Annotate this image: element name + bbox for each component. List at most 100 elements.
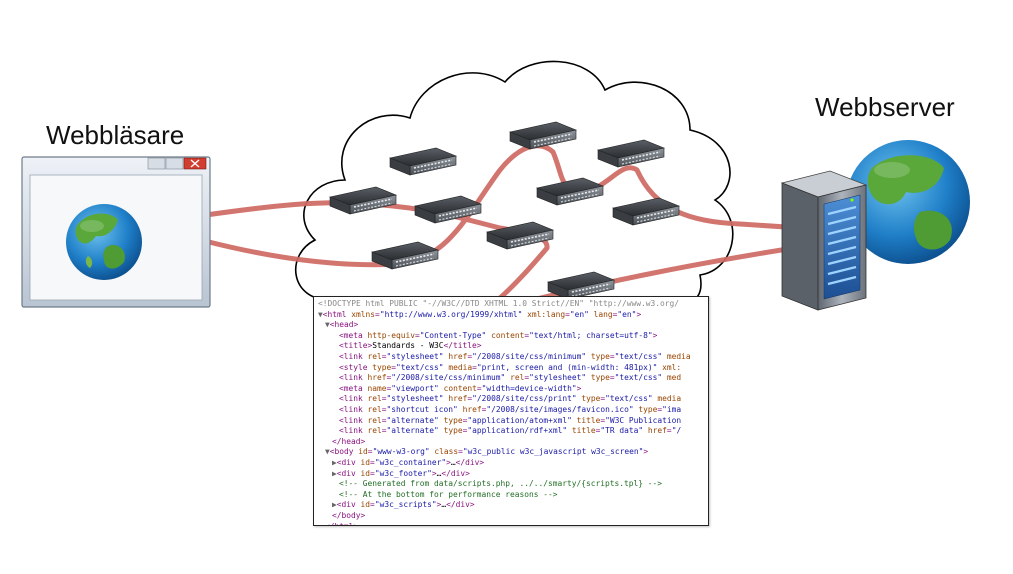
browser-label: Webbläsare [46, 120, 185, 150]
code-token: > [636, 309, 642, 319]
code-line: <link rel="shortcut icon" href="/2008/si… [339, 405, 681, 416]
code-token: "w3c_scripts" [374, 500, 437, 510]
code-token: "viewport" [391, 383, 439, 393]
code-token: = [462, 415, 468, 425]
code-token: href [457, 405, 482, 414]
code-token: "stylesheet" [386, 352, 444, 361]
code-token: "w3c_footer" [374, 468, 432, 478]
code-token: > [652, 330, 658, 340]
code-token: media [652, 394, 682, 404]
code-token: = [467, 394, 473, 404]
code-token: "w3c_public w3c_javascript w3c_screen" [462, 447, 644, 457]
code-token: "ima [662, 405, 682, 414]
code-token: "http://www.w3.org/1999/xhtml" [379, 309, 523, 319]
code-token: = [386, 373, 392, 383]
code-token: = [381, 394, 387, 404]
code-token: name [367, 383, 387, 393]
code-token: title [571, 415, 601, 425]
code-token: = [381, 426, 387, 436]
disclosure-collapsed-icon[interactable]: ▶ [332, 500, 337, 510]
code-token: <link [339, 394, 368, 404]
disclosure-expanded-icon[interactable]: ▼ [318, 309, 323, 319]
html-source-panel: <!DOCTYPE html PUBLIC "-//W3C//DTD XHTML… [313, 296, 709, 526]
code-token: = [595, 426, 601, 436]
connection-lines [202, 143, 835, 303]
code-token: = [600, 394, 606, 404]
code-token: "TR data" [600, 426, 644, 436]
code-line: ▶<div id="w3c_footer">…</div> [332, 469, 470, 480]
code-token: = [458, 447, 463, 457]
code-token: xmlns [351, 309, 376, 319]
connection-path-request [202, 143, 835, 268]
code-line: <link rel="alternate" type="application/… [339, 416, 681, 427]
code-line: ▼<body id="www-w3-org" class="w3c_public… [325, 447, 648, 458]
code-token: = [612, 309, 618, 319]
code-line: <!-- At the bottom for performance reaso… [339, 490, 558, 501]
code-token: content [438, 383, 477, 393]
code-token: "W3C Publication [605, 415, 682, 425]
code-token: "/2008/site/css/minimum" [391, 373, 506, 383]
code-token: = [609, 352, 615, 361]
code-token: med [662, 373, 682, 383]
code-token: id [360, 468, 371, 478]
code-token: = [370, 458, 375, 467]
code-token: "en" [569, 309, 589, 319]
code-token: = [476, 383, 482, 393]
code-token: lang [588, 309, 613, 319]
code-line: </body> [332, 511, 365, 522]
code-line: ▶<div id="w3c_scripts">…</div> [332, 500, 475, 511]
code-token: <div [336, 468, 361, 478]
code-line: ▼<head> [325, 320, 358, 331]
code-line: <!-- Generated from data/scripts.php, ..… [339, 479, 662, 490]
code-line: ▼<html xmlns="http://www.w3.org/1999/xht… [318, 310, 641, 321]
disclosure-collapsed-icon[interactable]: ▶ [332, 468, 337, 478]
code-token: Standards - W3C [372, 341, 444, 351]
code-token: type [586, 352, 610, 361]
server-label: Webbserver [815, 92, 955, 122]
code-token: "text/css" [605, 394, 653, 404]
code-token: … [441, 500, 447, 510]
code-token: rel [367, 415, 382, 425]
disclosure-collapsed-icon[interactable]: ▶ [332, 458, 337, 467]
code-token: content [486, 330, 525, 340]
code-token: > [576, 383, 582, 393]
code-line: <title>Standards - W3C</title> [339, 341, 482, 352]
code-token: = [666, 426, 672, 436]
code-token: "/2008/site/images/favicon.ico" [486, 405, 634, 414]
connection-path-response [203, 200, 550, 301]
code-token: <link [339, 405, 368, 414]
code-token: type [372, 362, 392, 372]
code-token: = [381, 352, 387, 361]
code-token: href [443, 394, 468, 404]
code-token: type [586, 373, 610, 383]
code-token: "text/html; charset=utf-8" [529, 330, 653, 340]
code-token: "Content-Type" [419, 330, 487, 340]
code-token: <div [336, 458, 361, 467]
connection-path-code [530, 240, 829, 303]
code-token: = [609, 373, 615, 383]
code-token: id [358, 447, 368, 457]
code-token: xml: [657, 362, 682, 372]
disclosure-expanded-icon[interactable]: ▼ [325, 447, 330, 457]
code-token: "/ [671, 426, 682, 436]
code-token: = [481, 405, 487, 414]
code-token: </div> [446, 500, 475, 510]
code-token: "stylesheet" [529, 373, 587, 383]
code-token: = [370, 500, 375, 510]
code-token: = [367, 447, 373, 457]
code-token: "/2008/site/css/print" [472, 394, 577, 404]
code-token: = [370, 468, 375, 478]
code-line: <style type="text/css" media="print, scr… [339, 363, 681, 374]
code-token: "text/css" [614, 373, 663, 383]
code-token: "alternate" [386, 426, 439, 436]
code-token: http-equiv [367, 330, 416, 340]
code-line: <!DOCTYPE html PUBLIC "-//W3C//DTD XHTML… [318, 299, 679, 310]
disclosure-expanded-icon[interactable]: ▼ [325, 320, 330, 330]
code-token: = [565, 309, 570, 319]
code-token: > [446, 458, 451, 467]
code-token: <!-- Generated from data/scripts.php, ..… [339, 479, 663, 489]
code-token: = [657, 405, 663, 414]
code-token: "stylesheet" [386, 394, 444, 404]
code-token: "text/css" [614, 352, 663, 361]
